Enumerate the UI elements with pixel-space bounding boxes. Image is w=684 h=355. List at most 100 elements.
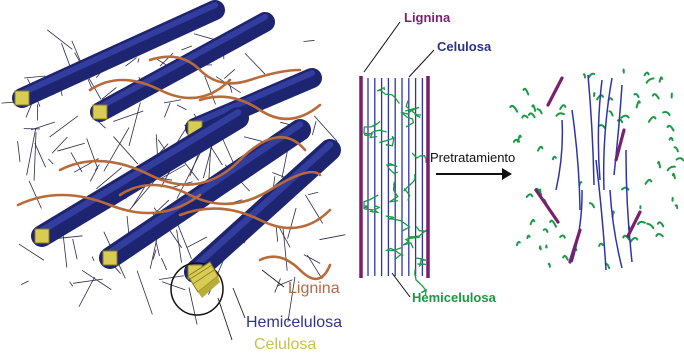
hemicellulose-fragment <box>563 256 568 260</box>
mesh-strand <box>57 143 84 151</box>
hemicellulose-fragment <box>560 236 565 238</box>
hemicellulose-fragment <box>510 106 517 112</box>
hemicellulose-fragment <box>557 113 564 116</box>
hemicellulose-fragment <box>621 116 628 118</box>
hemicellulose-strand <box>416 258 426 266</box>
hemicellulose-strand <box>389 183 398 202</box>
hemicellulose-strand <box>403 237 420 248</box>
mesh-strand <box>164 100 181 103</box>
mesh-strand <box>48 159 53 164</box>
mesh-strand <box>92 257 94 261</box>
hemicellulose-fragment <box>645 73 649 76</box>
hemicellulose-fragment <box>647 224 653 229</box>
hemicellulose-fragment <box>549 264 550 267</box>
mesh-strand <box>82 270 111 289</box>
cellulose-fiber <box>572 110 580 210</box>
mesh-strand <box>312 121 316 135</box>
hemicellulose-fragment <box>638 222 645 224</box>
hemicellulose-fragment <box>675 147 678 151</box>
label-lignin-left: Lignina <box>288 280 340 297</box>
mesh-strand <box>164 103 170 118</box>
mesh-strand <box>138 58 139 62</box>
hemicellulose-fragment <box>594 93 595 96</box>
hemicellulose-fragment <box>553 157 556 159</box>
bundle-end-cap <box>15 91 29 105</box>
mesh-strand <box>181 46 192 50</box>
hemicellulose-fragment <box>676 205 678 208</box>
mesh-strand <box>162 282 185 290</box>
hemicellulose-fragment <box>599 244 603 246</box>
mesh-strand <box>113 137 137 164</box>
hemicellulose-fragment <box>537 109 541 113</box>
mesh-strand <box>70 282 73 287</box>
mesh-strand <box>35 143 46 167</box>
hemicellulose-fragment <box>544 229 548 232</box>
right-cellulose-fibers <box>556 75 632 270</box>
hemicellulose-fragment <box>622 188 628 190</box>
mesh-strand <box>158 140 165 151</box>
hemicellulose-fragment <box>668 167 675 171</box>
hemicellulose-fragment <box>663 112 670 115</box>
mesh-strand <box>34 132 36 180</box>
lignin-fragment <box>570 230 580 262</box>
hemicellulose-fragment <box>649 117 656 122</box>
hemicellulose-fragment <box>656 234 663 236</box>
hemicellulose-strand <box>404 174 415 201</box>
hemicellulose-fragment <box>658 222 663 226</box>
mesh-strand <box>283 228 287 271</box>
hemicellulose-strand <box>408 227 426 244</box>
disrupted-structure-panel <box>510 70 683 270</box>
hemicellulose-fragment <box>670 138 673 140</box>
hemicellulose-fragment <box>517 242 520 245</box>
mesh-strand <box>319 235 345 240</box>
bundle-end-cap <box>35 229 49 243</box>
cellulose-fiber <box>596 160 606 270</box>
mesh-strand <box>161 258 166 270</box>
mesh-strand <box>137 271 152 315</box>
hemicellulose-fragment <box>524 89 529 95</box>
lignin-fiber <box>260 257 330 279</box>
hemicellulose-fragment <box>660 77 663 81</box>
mesh-strand <box>224 69 235 78</box>
hemicellulose-fragment <box>560 105 565 109</box>
hemicellulose-strand <box>401 109 413 127</box>
label-lignin-middle: Lignina <box>404 10 451 25</box>
mesh-strand <box>129 102 140 146</box>
hemicellulose-fragment <box>529 113 535 117</box>
mesh-strand <box>308 192 318 194</box>
hemicellulose-fragment <box>584 74 585 77</box>
cellulose-fiber <box>626 150 632 262</box>
bundle-end-cap <box>103 251 117 265</box>
mesh-strand <box>29 181 41 209</box>
hemicellulose-fragment <box>668 126 674 131</box>
mesh-strand <box>303 40 314 41</box>
hemicellulose-fragment <box>634 94 638 97</box>
mesh-strand <box>47 30 72 50</box>
mesh-strand <box>18 141 20 162</box>
mesh-strand <box>95 165 99 171</box>
hemicellulose-fragment <box>599 125 605 128</box>
label-hemicellulose-left: Hemicelulosa <box>246 314 342 331</box>
right-lignin-fragments <box>536 78 640 262</box>
label-hemicellulose-middle: Hemicelulosa <box>412 290 497 305</box>
hemicellulose-fragment <box>653 94 659 98</box>
hemicellulose-fragment <box>527 194 533 197</box>
hemicellulose-fragment <box>637 101 640 107</box>
hemicellulose-fragment <box>589 74 594 77</box>
hemicellulose-fragment <box>673 174 675 178</box>
hemicellulose-fragment <box>647 78 654 82</box>
cellulose-fiber <box>556 120 562 190</box>
hemicellulose-fragment <box>514 140 519 142</box>
label-cellulose-left: Celulosa <box>254 336 316 353</box>
pretreatment-arrow: Pretratamiento <box>430 150 515 180</box>
lignin-fragment <box>548 78 562 105</box>
mesh-strand <box>276 226 278 242</box>
hemicellulose-fragment <box>538 147 542 151</box>
cellulose-fiber <box>614 85 622 175</box>
hemicellulose-fragment <box>630 238 637 242</box>
cellulose-fiber <box>604 78 612 190</box>
mesh-strand <box>24 76 45 78</box>
mesh-strand <box>216 77 241 93</box>
